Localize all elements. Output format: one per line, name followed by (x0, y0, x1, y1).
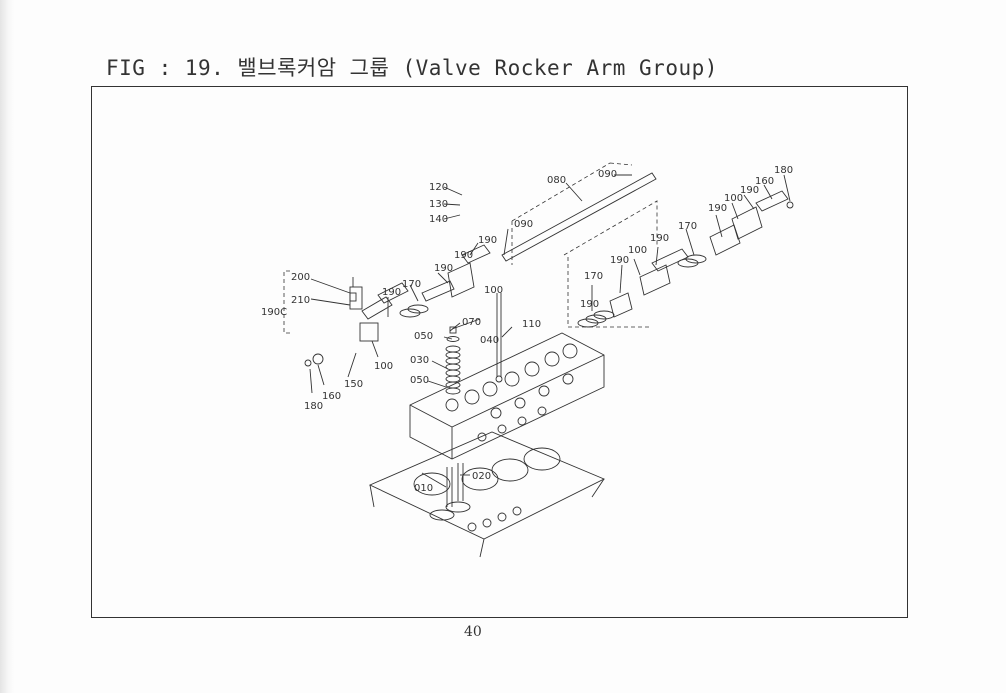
leader-lines (309, 174, 791, 488)
callout-140: 140 (429, 214, 448, 225)
valves (429, 463, 471, 521)
callout-160-b: 160 (755, 176, 774, 187)
callout-070: 070 (462, 317, 481, 328)
group-bracket (283, 270, 290, 334)
callout-190-h: 190 (454, 250, 473, 261)
callout-030: 030 (410, 355, 429, 366)
callout-100-d: 100 (724, 193, 743, 204)
callout-100-a: 100 (484, 285, 503, 296)
rocker-arm-right (567, 190, 794, 328)
rocker-arm-left (304, 244, 491, 367)
callout-150: 150 (344, 379, 363, 390)
callout-050-b: 050 (410, 375, 429, 386)
callout-100-b: 100 (374, 361, 393, 372)
callout-190-e: 190 (650, 233, 669, 244)
callout-010: 010 (414, 483, 433, 494)
diagram-frame: 120 130 140 080 090 090 190 190 100 170 … (91, 86, 908, 618)
cylinder-head (409, 332, 605, 460)
callout-120: 120 (429, 182, 448, 193)
callout-090-top: 090 (598, 169, 617, 180)
callout-050-a: 050 (414, 331, 433, 342)
figure-title: FIG : 19. 밸브록커암 그룹 (Valve Rocker Arm Gro… (106, 56, 718, 80)
callout-190-a: 190 (478, 235, 497, 246)
callout-180-b: 180 (774, 165, 793, 176)
scan-edge-shadow (0, 0, 14, 693)
callout-190c-group: 190C (261, 307, 287, 318)
callout-200: 200 (291, 272, 310, 283)
callout-190-f: 190 (708, 203, 727, 214)
callout-040: 040 (480, 335, 499, 346)
callout-110: 110 (522, 319, 541, 330)
callout-180-a: 180 (304, 401, 323, 412)
callout-210: 210 (291, 295, 310, 306)
page-number: 40 (464, 624, 482, 640)
callout-170-c: 170 (678, 221, 697, 232)
callout-020: 020 (472, 471, 491, 482)
head-gasket (368, 431, 606, 558)
callout-100-c: 100 (628, 245, 647, 256)
callout-190-c: 190 (382, 287, 401, 298)
valve-springs (445, 326, 461, 395)
push-rod (495, 293, 503, 383)
rocker-shaft (501, 162, 658, 265)
callout-170-a: 170 (402, 279, 421, 290)
callout-190-b: 190 (434, 263, 453, 274)
callout-090-mid: 090 (514, 219, 533, 230)
valve-rocker-arm-exploded-drawing: 120 130 140 080 090 090 190 190 100 170 … (261, 162, 794, 558)
callout-190-d: 190 (610, 255, 629, 266)
callout-080: 080 (547, 175, 566, 186)
callout-190-g: 190 (740, 185, 759, 196)
callout-160-a: 160 (322, 391, 341, 402)
callout-130: 130 (429, 199, 448, 210)
callout-labels: 120 130 140 080 090 090 190 190 100 170 … (261, 165, 793, 494)
callout-170-b: 170 (584, 271, 603, 282)
callout-190-i: 190 (580, 299, 599, 310)
